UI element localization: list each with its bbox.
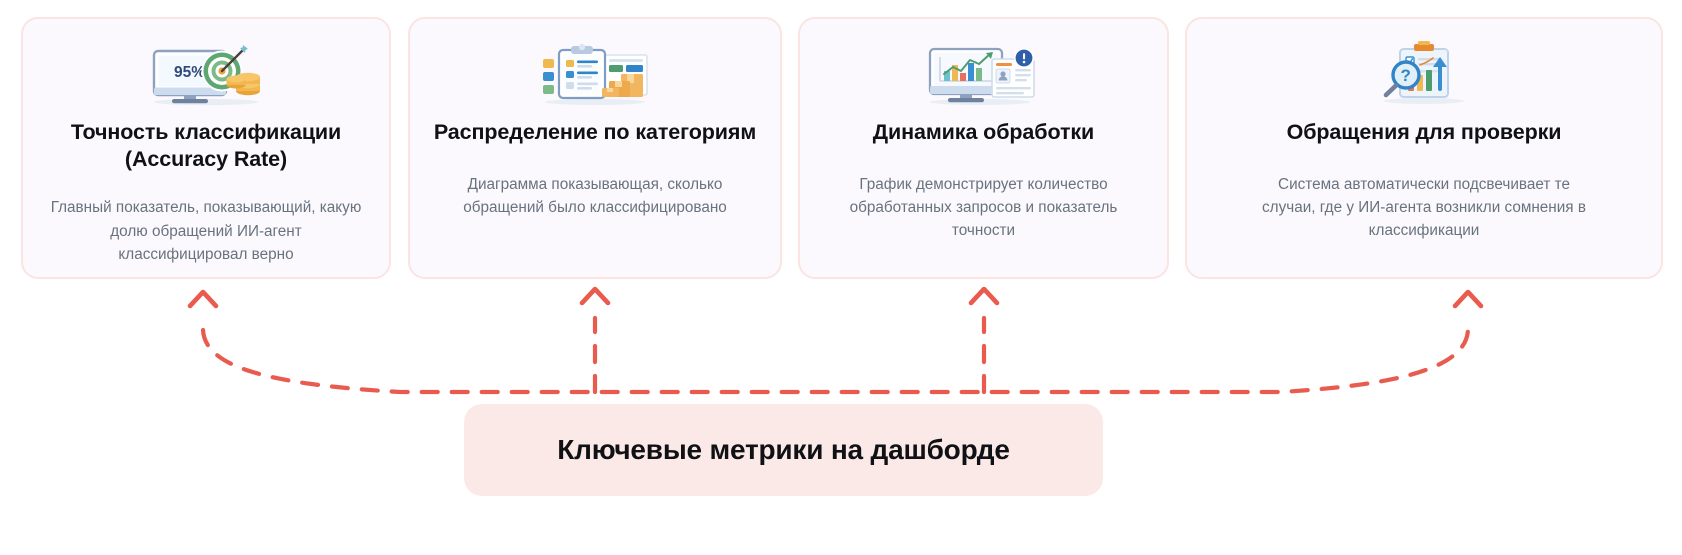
card-title: Точность классификации (Accuracy Rate) [70,120,342,171]
arrowhead-card-2 [579,286,611,306]
card-title: Динамика обработки [872,120,1095,144]
clipboard-checklist-boxes-icon [531,41,659,107]
svg-text:?: ? [1401,66,1411,85]
metric-card-review: ? Обращения для проверки Система автомат… [1185,17,1663,279]
connector-curve [200,327,1471,395]
card-description: Система автоматически подсвечивает те сл… [1262,175,1586,240]
card-title: Обращения для проверки [1286,120,1562,144]
arrowhead-card-3 [968,286,1000,306]
svg-text:95%: 95% [174,64,205,81]
arrowhead-card-1 [187,289,219,309]
accuracy-target-monitor-icon: 95% [142,41,270,107]
dashboard-summary-banner: Ключевые метрики на дашборде [464,404,1103,496]
card-description: Главный показатель, показывающий, какую … [50,199,362,263]
monitor-bar-chart-report-icon [920,41,1048,107]
card-title: Распределение по категориям [433,120,757,144]
metric-card-accuracy: 95% [21,17,391,279]
magnifier-question-clipboard-icon: ? [1360,41,1488,107]
card-description: Диаграмма показывающая, сколько обращени… [463,175,727,216]
metric-card-dynamics: Динамика обработки График демонстрирует … [798,17,1169,279]
arrowhead-card-4 [1452,289,1484,309]
banner-label: Ключевые метрики на дашборде [557,434,1010,465]
card-description: График демонстрирует количество обработа… [849,175,1118,240]
metric-card-distribution: Распределение по категориям Диаграмма по… [408,17,782,279]
